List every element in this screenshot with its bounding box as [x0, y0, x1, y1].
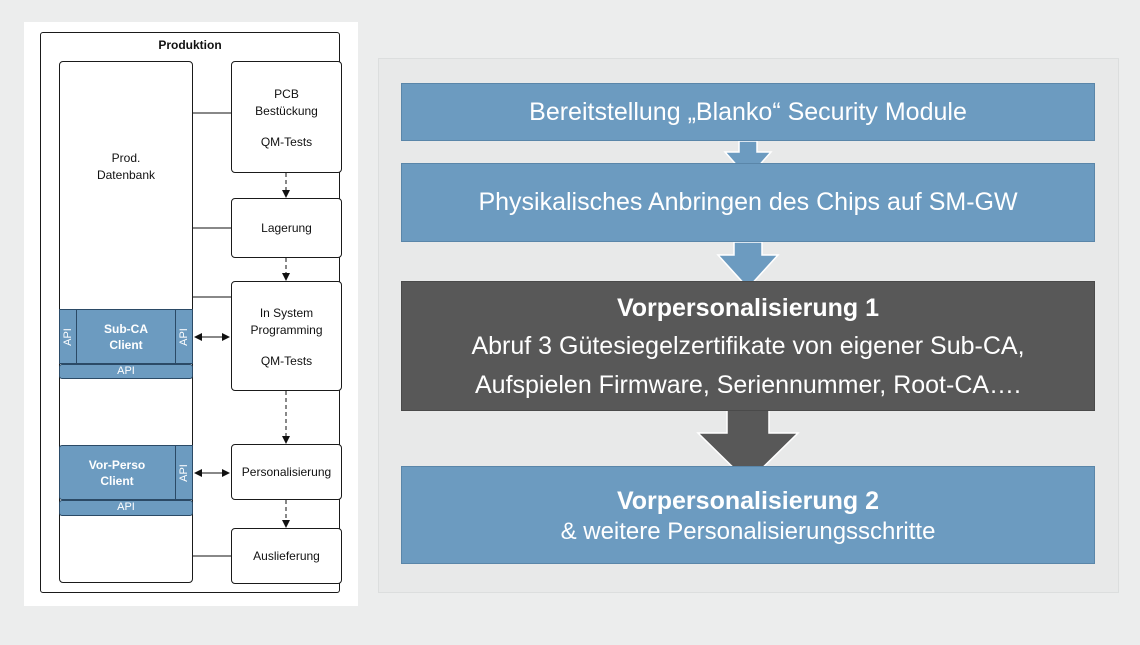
subca-line1: Sub-CA: [104, 322, 148, 336]
step-auslieferung: Auslieferung: [231, 528, 342, 584]
step-pcb: PCB Bestückung QM-Tests: [231, 61, 342, 173]
flow-arrow-3: [696, 409, 800, 484]
production-title: Produktion: [158, 38, 222, 52]
isp-line1: In System: [259, 306, 314, 320]
step-lagerung: Lagerung: [231, 198, 342, 258]
flow-step-3: Vorpersonalisierung 1 Abruf 3 Gütesiegel…: [401, 281, 1095, 411]
isp-line3: QM-Tests: [260, 354, 313, 368]
subca-api-bottom: API: [59, 364, 193, 379]
flow-step-4: Vorpersonalisierung 2 & weitere Personal…: [401, 466, 1095, 564]
vorperso-api-right: API: [175, 445, 193, 500]
flow-step-3-line2: Aufspielen Firmware, Seriennummer, Root-…: [474, 371, 1022, 399]
lagerung-label: Lagerung: [261, 221, 312, 235]
step-isp: In System Programming QM-Tests: [231, 281, 342, 391]
vorperso-client: Vor-Perso Client: [59, 445, 193, 500]
pcb-line2: Bestückung: [255, 104, 318, 118]
flow-step-4-line1: & weitere Personalisierungsschritte: [560, 518, 936, 545]
subca-api-right: API: [175, 309, 193, 364]
flow-arrow-2: [716, 241, 780, 290]
flow-step-3-line1: Abruf 3 Gütesiegelzertifikate von eigene…: [471, 332, 1025, 360]
vorperso-line1: Vor-Perso: [88, 458, 146, 472]
subca-api-left: API: [59, 309, 77, 364]
subca-line2: Client: [109, 338, 143, 352]
vorperso-api-bottom: API: [59, 500, 193, 516]
flow-step-2: Physikalisches Anbringen des Chips auf S…: [401, 163, 1095, 242]
isp-line2: Programming: [250, 323, 323, 337]
auslieferung-label: Auslieferung: [253, 549, 320, 563]
vorperso-line2: Client: [100, 474, 134, 488]
personalisierung-label: Personalisierung: [241, 465, 332, 479]
flow-step-1: Bereitstellung „Blanko“ Security Module: [401, 83, 1095, 141]
step-personalisierung: Personalisierung: [231, 444, 342, 500]
flow-step-3-heading: Vorpersonalisierung 1: [616, 294, 880, 322]
pcb-line1: PCB: [274, 87, 299, 101]
database-label: Prod. Datenbank: [96, 151, 156, 182]
subca-client: Sub-CA Client: [59, 309, 193, 364]
flow-step-4-heading: Vorpersonalisierung 2: [616, 487, 880, 515]
pcb-line3: QM-Tests: [260, 135, 313, 149]
